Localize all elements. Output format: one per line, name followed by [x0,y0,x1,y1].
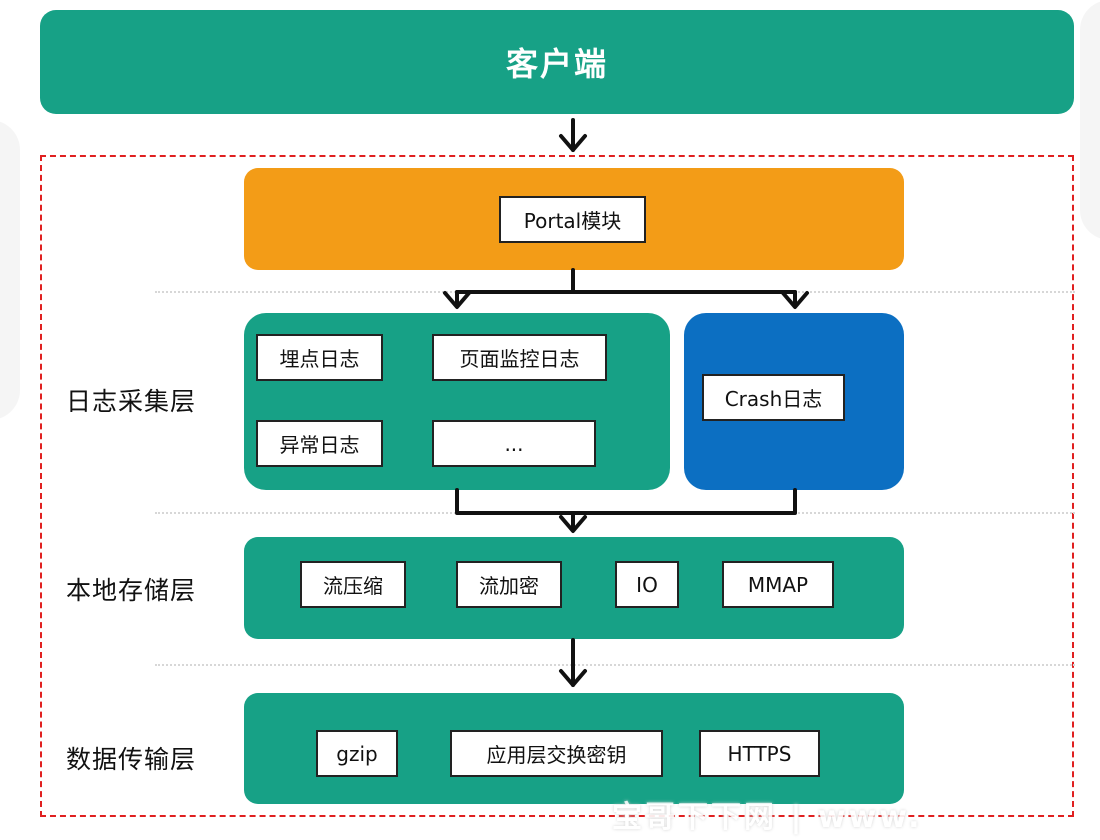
io-box: IO [615,561,679,608]
storage-layer-label: 本地存储层 [66,576,197,605]
https-box: HTTPS [699,730,820,777]
mmap-box: MMAP [722,561,834,608]
stream-compress-box: 流压缩 [300,561,406,608]
tracking-log-box: 埋点日志 [256,334,383,381]
crash-log-box: Crash日志 [702,374,845,421]
arrow-portal-split [455,268,797,294]
watermark: 宝哥下下网 | www. [612,800,923,835]
background-decoration-right [1080,0,1100,240]
more-log-box: ... [432,420,596,467]
portal-module-box: Portal模块 [499,196,646,243]
separator-3 [155,664,1075,666]
stream-encrypt-box: 流加密 [456,561,562,608]
collect-layer-label: 日志采集层 [66,387,197,416]
arrowhead-portal-to-crash [781,291,809,309]
transfer-layer-label: 数据传输层 [66,745,197,774]
client-title: 客户端 [505,45,608,83]
arrowhead-portal-to-collect [443,291,471,309]
key-exchange-box: 应用层交换密钥 [450,730,663,777]
arrowhead-client-to-portal [559,134,587,152]
app-boundary [40,155,1074,817]
arrow-collect-merge [455,488,797,515]
page-monitor-log-box: 页面监控日志 [432,334,607,381]
exception-log-box: 异常日志 [256,420,383,467]
gzip-box: gzip [316,730,398,777]
arrowhead-storage-to-transfer [559,669,587,687]
arrowhead-merge-to-storage [559,515,587,533]
client-block: 客户端 [40,10,1074,114]
background-decoration-left [0,120,20,420]
